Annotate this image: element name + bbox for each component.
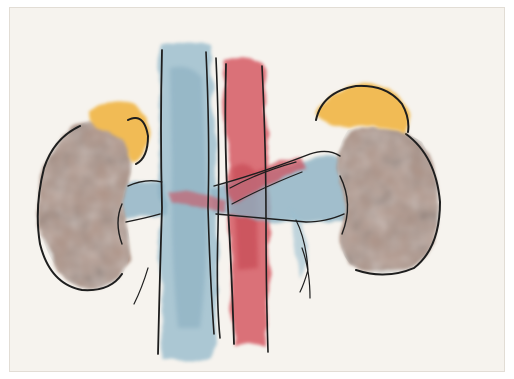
right-adrenal-gland: [316, 84, 409, 134]
kidney-illustration: [10, 8, 505, 372]
left-kidney: [38, 121, 133, 290]
right-kidney: [337, 127, 440, 275]
drawing-paper: [9, 7, 505, 372]
